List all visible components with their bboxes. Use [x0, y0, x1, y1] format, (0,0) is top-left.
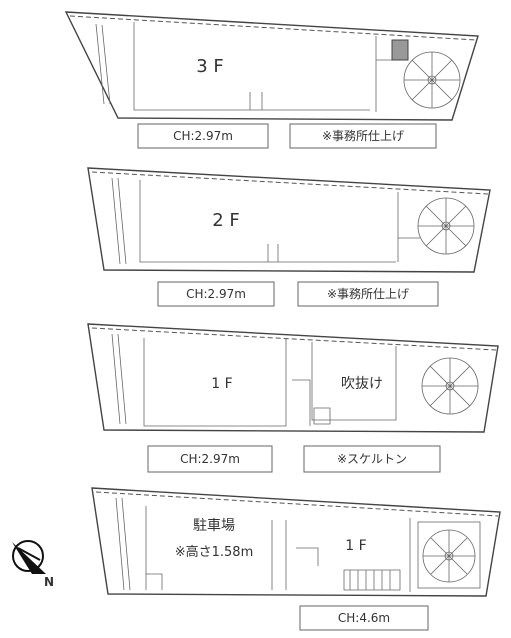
ceiling-height-box-2f	[157, 281, 275, 307]
finish-note-box-1f	[303, 445, 441, 473]
ceiling-height-3f: CH:2.97m	[173, 129, 233, 143]
finish-note-box-3f	[289, 123, 437, 149]
compass-north-label: N	[44, 575, 54, 589]
floor-3f-plan: 3 F CH:2.97m ※事務所仕上げ	[64, 11, 479, 149]
parking-height: ※高さ1.58m	[175, 544, 254, 560]
floor-label-ground: 1 F	[345, 538, 366, 554]
stair-hatch	[391, 39, 409, 61]
atrium-label: 吹抜け	[341, 376, 383, 392]
ceiling-height-2f: CH:2.97m	[186, 287, 246, 301]
floor-ground-plan: 駐車場 ※高さ1.58m 1 F CH:4.6m	[91, 487, 501, 631]
ceiling-height-ground: CH:4.6m	[338, 611, 390, 625]
ceiling-height-box-3f	[137, 123, 269, 149]
floor-1f-plan: 1 F 吹抜け CH:2.97m ※スケルトン	[87, 323, 499, 473]
floor-label-2f: 2 F	[212, 210, 240, 231]
floor-2f-plan: 2 F CH:2.97m ※事務所仕上げ	[87, 167, 491, 307]
finish-note-2f: ※事務所仕上げ	[327, 287, 409, 301]
floor-label-1f: 1 F	[211, 376, 232, 392]
north-arrow-icon: N	[12, 540, 54, 589]
finish-note-3f: ※事務所仕上げ	[322, 129, 404, 143]
ceiling-height-box-1f	[147, 445, 273, 473]
ceiling-height-box-ground	[299, 605, 429, 631]
floor-label-3f: 3 F	[196, 56, 224, 77]
ceiling-height-1f: CH:2.97m	[180, 452, 240, 466]
stair-grid	[417, 521, 481, 589]
parking-label: 駐車場	[193, 517, 235, 534]
finish-note-1f: ※スケルトン	[337, 452, 407, 466]
finish-note-box-2f	[297, 281, 439, 307]
